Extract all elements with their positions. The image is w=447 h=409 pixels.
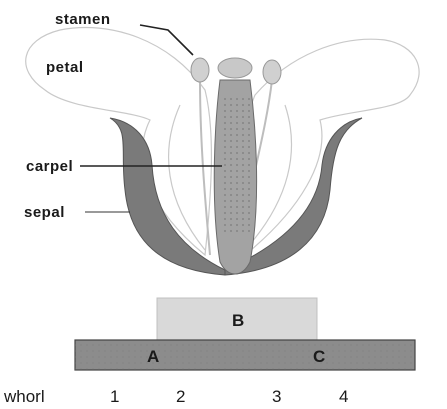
- b-box-label: B: [232, 311, 244, 330]
- whorl-title: whorl: [3, 387, 45, 406]
- c-box-label: C: [313, 347, 325, 366]
- carpel-label: carpel: [26, 158, 73, 175]
- whorl-number-1: 1: [110, 387, 119, 406]
- whorl-number-2: 2: [176, 387, 185, 406]
- a-box-label: A: [147, 347, 159, 366]
- stamen-label: stamen: [55, 11, 111, 28]
- whorl-number-3: 3: [272, 387, 281, 406]
- stamen-leader-line: [140, 25, 193, 55]
- carpel-ovules: [222, 95, 250, 235]
- sepal-left: [110, 118, 225, 275]
- ac-bar-texture: [75, 340, 415, 370]
- petal-left-inner-line: [169, 105, 205, 250]
- stigma: [218, 58, 252, 78]
- sepal-label: sepal: [24, 204, 65, 221]
- whorl-number-4: 4: [339, 387, 348, 406]
- petal-label: petal: [46, 59, 84, 76]
- anther-right: [263, 60, 281, 84]
- anther-left: [191, 58, 209, 82]
